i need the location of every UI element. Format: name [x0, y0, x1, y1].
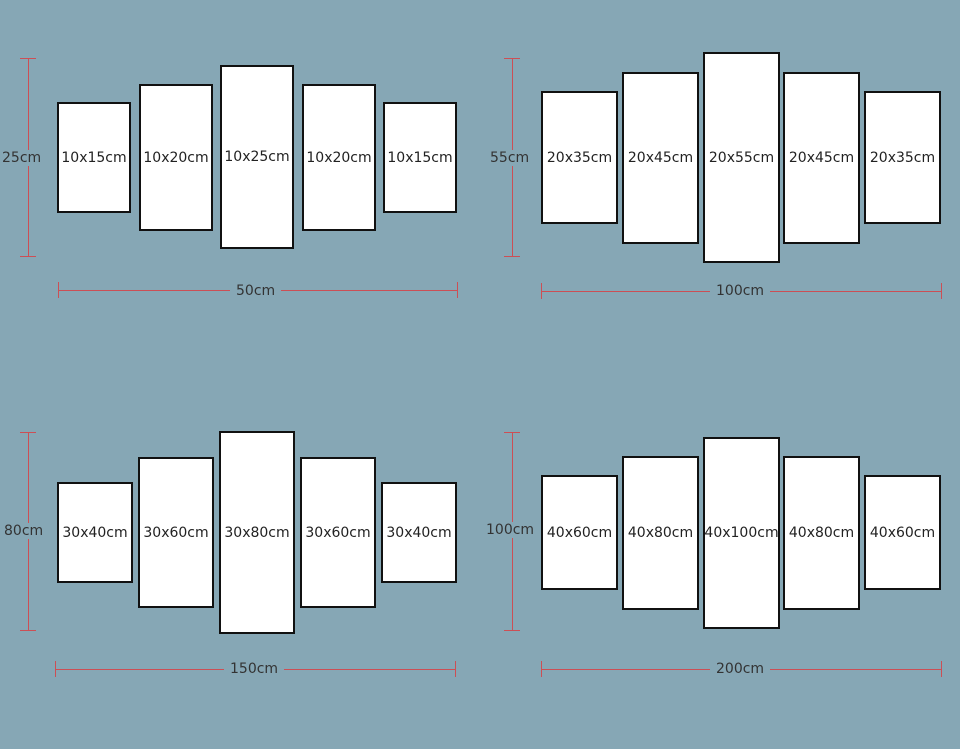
height-tick-bottom — [20, 630, 36, 631]
canvas-panel: 10x25cm — [220, 65, 294, 249]
height-label: 25cm — [2, 150, 42, 166]
width-tick-right — [941, 661, 942, 677]
height-label: 100cm — [486, 522, 535, 538]
width-label: 200cm — [710, 661, 771, 677]
canvas-panel: 20x45cm — [622, 72, 699, 244]
canvas-panel: 40x60cm — [541, 475, 618, 590]
canvas-panel: 40x80cm — [783, 456, 860, 610]
height-tick-top — [504, 432, 520, 433]
canvas-panel: 30x40cm — [57, 482, 133, 583]
height-tick-bottom — [504, 256, 520, 257]
width-tick-right — [457, 282, 458, 298]
canvas-panel: 30x80cm — [219, 431, 295, 634]
height-label: 80cm — [4, 523, 44, 539]
height-tick-bottom — [504, 630, 520, 631]
canvas-panel: 30x40cm — [381, 482, 457, 583]
canvas-panel: 20x45cm — [783, 72, 860, 244]
canvas-panel: 40x100cm — [703, 437, 780, 629]
width-tick-right — [455, 661, 456, 677]
canvas-panel: 10x15cm — [383, 102, 457, 213]
canvas-panel: 10x20cm — [302, 84, 376, 231]
width-tick-left — [541, 661, 542, 677]
width-tick-right — [941, 283, 942, 299]
canvas-panel: 30x60cm — [300, 457, 376, 608]
canvas-panel: 10x20cm — [139, 84, 213, 231]
height-tick-top — [504, 58, 520, 59]
width-label: 100cm — [710, 283, 771, 299]
canvas-panel: 40x60cm — [864, 475, 941, 590]
width-tick-left — [55, 661, 56, 677]
height-label: 55cm — [490, 150, 530, 166]
width-tick-left — [541, 283, 542, 299]
width-label: 50cm — [230, 283, 282, 299]
height-tick-top — [20, 432, 36, 433]
canvas-panel: 20x35cm — [864, 91, 941, 224]
canvas-panel: 40x80cm — [622, 456, 699, 610]
width-label: 150cm — [224, 661, 285, 677]
height-tick-bottom — [20, 256, 36, 257]
height-tick-top — [20, 58, 36, 59]
canvas-panel: 20x35cm — [541, 91, 618, 224]
width-tick-left — [58, 282, 59, 298]
canvas-panel: 10x15cm — [57, 102, 131, 213]
canvas-panel: 30x60cm — [138, 457, 214, 608]
canvas-panel: 20x55cm — [703, 52, 780, 263]
